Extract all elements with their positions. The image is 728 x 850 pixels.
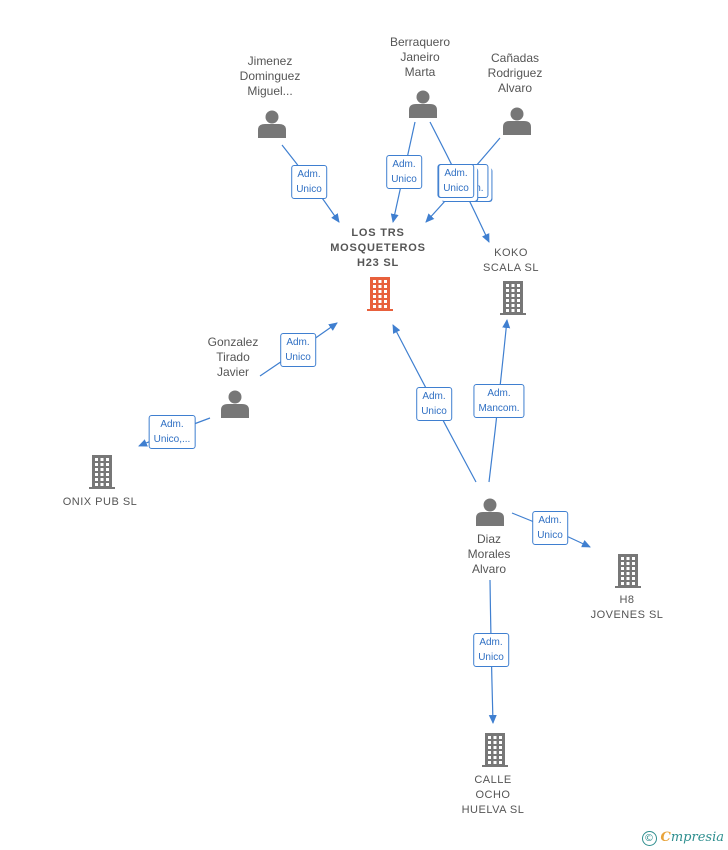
node-label-diaz[interactable]: Diaz Morales Alvaro	[467, 532, 511, 576]
onix-building-icon[interactable]	[89, 455, 115, 489]
diaz-person-icon[interactable]	[476, 498, 504, 527]
canadas-person-icon[interactable]	[503, 107, 531, 136]
copyright-footer: ©Cmpresia	[641, 830, 724, 846]
node-label-jimenez[interactable]: Jimenez Dominguez Miguel...	[239, 54, 301, 98]
gonzalez-person-icon[interactable]	[221, 390, 249, 419]
node-label-calle[interactable]: CALLE OCHO HUELVA SL	[461, 774, 525, 816]
role-badge-diaz-lostrs[interactable]: Adm. Unico	[416, 387, 452, 421]
node-label-h8[interactable]: H8 JOVENES SL	[590, 594, 664, 621]
role-badge-diaz-calle[interactable]: Adm. Unico	[473, 633, 509, 667]
role-badge-jimenez-lostrs[interactable]: Adm. Unico	[291, 165, 327, 199]
brand-logo-text: mpresia	[670, 830, 724, 845]
icons-layer	[89, 90, 641, 767]
node-label-onix[interactable]: ONIX PUB SL	[62, 496, 138, 508]
node-label-berraquero[interactable]: Berraquero Janeiro Marta	[389, 35, 451, 79]
koko-building-icon[interactable]	[500, 281, 526, 315]
jimenez-person-icon[interactable]	[258, 110, 286, 139]
edges-layer	[138, 121, 591, 724]
node-label-lostrs[interactable]: LOS TRS MOSQUETEROS H23 SL	[330, 227, 426, 269]
berraquero-person-icon[interactable]	[409, 90, 437, 119]
role-badge-diaz-koko[interactable]: Adm. Mancom.	[473, 384, 525, 418]
node-label-gonzalez[interactable]: Gonzalez Tirado Javier	[207, 335, 259, 379]
role-badge-gonzalez-onix[interactable]: Adm. Unico,...	[148, 415, 196, 449]
role-badge-diaz-h8[interactable]: Adm. Unico	[532, 511, 568, 545]
copyright-icon: ©	[641, 831, 657, 846]
calle-building-icon[interactable]	[482, 733, 508, 767]
brand-logo-letter: C	[660, 830, 671, 845]
h8-building-icon[interactable]	[615, 554, 641, 588]
lostrs-building-icon[interactable]	[367, 277, 393, 311]
node-label-canadas[interactable]: Cañadas Rodriguez Alvaro	[487, 51, 543, 95]
role-badge-berraquero-lostrs[interactable]: Adm. Unico	[386, 155, 422, 189]
node-label-koko[interactable]: KOKO SCALA SL	[483, 247, 539, 274]
role-badge-gonzalez-lostrs[interactable]: Adm. Unico	[280, 333, 316, 367]
role-badge-canadas-lostrs[interactable]: Adm. Unico	[438, 164, 474, 198]
